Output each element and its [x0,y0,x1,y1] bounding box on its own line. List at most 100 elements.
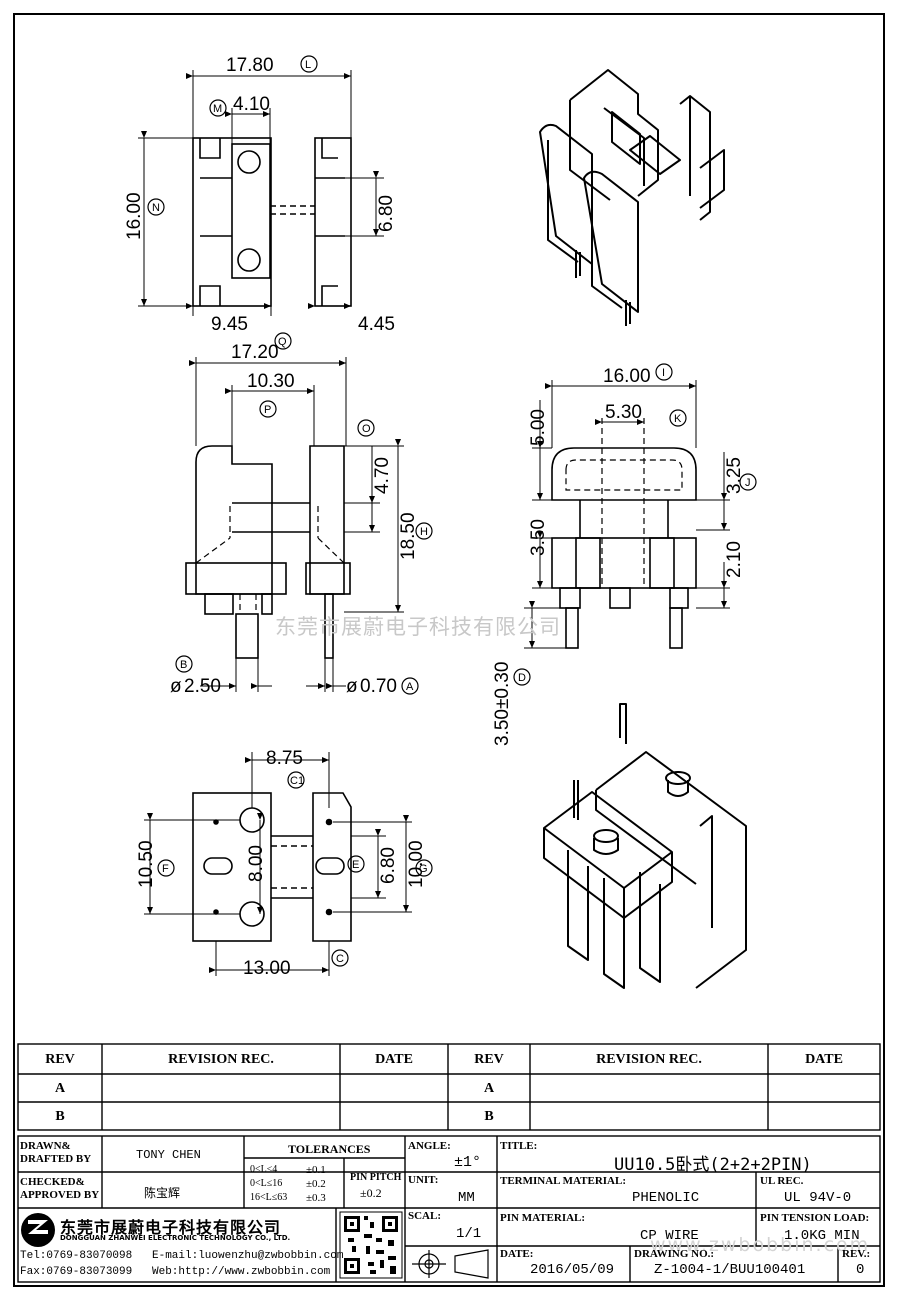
bottom-view [192,792,352,942]
svg-text:C: C [336,953,344,965]
svg-text:C1: C1 [290,775,304,787]
svg-text:N: N [152,202,160,214]
bottom-view-dims [144,752,412,976]
tol-value-2: ±0.2 [306,1178,326,1190]
rev-header-1: REV [45,1052,75,1067]
dim-A-prefix: ø [346,676,358,697]
dim-A: 0.70 [360,676,397,697]
marker-P: P [259,400,277,418]
rev-row-a-1: A [54,1081,66,1096]
projection-symbol-icon [412,1249,489,1279]
revrec-header-1: REVISION REC. [168,1052,274,1067]
dim-low: 2.10 [724,541,745,578]
dim-h1: 6.80 [376,195,397,232]
marker-H: H [415,522,433,540]
marker-G: G [415,859,433,877]
svg-text:D: D [518,672,526,684]
front-view [551,418,697,649]
svg-text:G: G [419,863,428,875]
tol-range-3: 16<L≤63 [250,1192,288,1203]
dim-w2: 4.45 [358,314,395,335]
watermark-url: www.zwbobbin.com [650,1234,871,1256]
angle-label: ANGLE: [408,1140,451,1152]
svg-text:M: M [213,103,222,115]
dim-Q: 17.20 [231,342,279,363]
svg-text:B: B [180,659,187,671]
marker-N: N [147,198,165,216]
dim-P: 10.30 [247,371,295,392]
iso-view-bottom [543,703,747,989]
scal-label: SCAL: [408,1210,442,1222]
company-name-cn: 东莞市展蔚电子科技有限公司 [60,1218,282,1237]
svg-text:E: E [352,859,359,871]
dim-L: 17.80 [226,55,274,76]
tol-value-1: ±0.1 [306,1164,326,1176]
rev-label: REV.: [842,1248,871,1260]
front-view-dims [524,380,730,649]
terminal-material-label: TERMINAL MATERIAL: [500,1175,627,1187]
top-view-dims [138,70,384,316]
marker-O: O [357,419,375,437]
pin-pitch-label: PIN PITCH [350,1172,402,1183]
tel: Tel:0769-83070098 [20,1250,133,1262]
drawing-frame [13,13,885,1287]
marker-M: M [209,99,227,117]
svg-text:K: K [674,413,682,425]
rev-row-b-1: B [55,1109,65,1124]
dim-D: 3.50±0.30 [492,662,513,746]
marker-J: J [739,473,757,491]
rev-row-a-2: A [483,1081,495,1096]
scal-value: 1/1 [456,1226,482,1242]
dim-H: 18.50 [398,512,419,560]
drawn-label: DRAWN& DRAFTED BY [20,1140,92,1165]
dim-N: 16.00 [124,192,145,240]
pin-tension-value: 1.0KG MIN [784,1228,860,1244]
date-value: 2016/05/09 [530,1262,615,1278]
tol-range-2: 0<L≤16 [250,1178,283,1189]
marker-C1: C1 [287,771,305,789]
marker-K: K [669,409,687,427]
angle-value: ±1° [454,1154,482,1171]
unit-value: MM [458,1190,475,1206]
svg-text:Q: Q [278,336,287,348]
email: E-mail:luowenzhu@zwbobbin.com [152,1250,344,1262]
title-label: TITLE: [500,1140,538,1152]
tol-range-1: 0<L≤4 [250,1164,278,1175]
pin-tension-label: PIN TENSION LOAD: [760,1212,870,1224]
dim-F: 10.50 [136,840,157,888]
marker-A: A [401,677,419,695]
dim-B: 2.50 [184,676,221,697]
dimension-labels: 17.80 4.10 16.00 6.80 9.45 4.45 17.20 10… [124,55,745,979]
dim-top: 5.00 [528,409,549,446]
dim-O: 4.70 [372,457,393,494]
unit-label: UNIT: [408,1174,439,1186]
table-grid [17,1043,881,1283]
pin-pitch-value: ±0.2 [360,1186,382,1200]
top-view [192,137,352,307]
web: Web:http://www.zwbobbin.com [152,1266,331,1278]
svg-text:H: H [420,526,428,538]
terminal-material-value: PHENOLIC [632,1190,700,1206]
ul-value: UL 94V-0 [784,1190,852,1206]
dim-mid: 3.50 [528,519,549,556]
marker-C: C [331,949,349,967]
svg-text:I: I [662,367,665,379]
fax: Fax:0769-83073099 [20,1266,133,1278]
company-name-en: DONGGUAN ZHANWEI ELECTRONIC TECHNOLOGY C… [60,1234,291,1242]
dim-C1: 8.75 [266,748,303,769]
dim-C: 13.00 [243,958,291,979]
marker-F: F [157,859,175,877]
svg-text:P: P [264,404,271,416]
dim-B-prefix: ø [170,676,182,697]
iso-view-top [539,69,725,326]
marker-B: B [175,655,193,673]
dim-K: 5.30 [605,402,642,423]
rev-header-2: REV [474,1052,504,1067]
marker-I: I [655,363,673,381]
revrec-header-2: REVISION REC. [596,1052,702,1067]
checked-value: 陈宝辉 [144,1186,181,1200]
qr-code-icon [339,1211,403,1279]
date-label: DATE: [500,1248,534,1260]
company-logo-icon [21,1213,55,1247]
